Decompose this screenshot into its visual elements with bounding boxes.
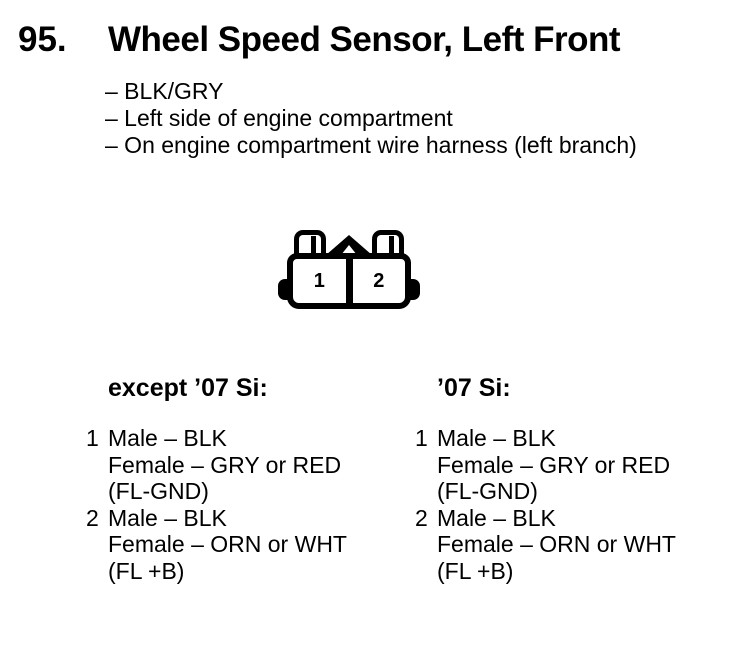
pin-number: 2 xyxy=(415,504,428,531)
column-header: except ’07 Si: xyxy=(108,374,268,402)
page-title: Wheel Speed Sensor, Left Front xyxy=(108,20,621,59)
pinout-column-except-07-si: except ’07 Si: 1 Male – BLK Female – GRY… xyxy=(86,374,347,584)
note-line: – Left side of engine compartment xyxy=(105,105,453,131)
pin-wire-male: Male – BLK xyxy=(108,425,227,451)
pin-entry-1: 1 Male – BLK Female – GRY or RED (FL-GND… xyxy=(415,425,676,505)
pin-wire-male: Male – BLK xyxy=(437,504,556,531)
pin-number: 1 xyxy=(86,425,99,451)
pin-signal: (FL +B) xyxy=(437,557,514,584)
connector-keyway-inner xyxy=(341,245,357,255)
connector-tab-slot xyxy=(311,236,316,262)
pin-wire-female: Female – GRY or RED xyxy=(108,451,342,478)
pin-wire-female: Female – ORN or WHT xyxy=(108,531,347,557)
note-line: – BLK/GRY xyxy=(105,78,224,104)
pin-description: Male – BLK Female – ORN or WHT (FL +B) xyxy=(108,505,347,585)
column-header: ’07 Si: xyxy=(437,374,511,402)
pin-list: 1 Male – BLK Female – GRY or RED (FL-GND… xyxy=(86,425,347,584)
pin-wire-male: Male – BLK xyxy=(108,504,227,531)
location-notes: – BLK/GRY – Left side of engine compartm… xyxy=(105,78,637,159)
connector-tab-slot xyxy=(389,236,394,262)
pin-entry-2: 2 Male – BLK Female – ORN or WHT (FL +B) xyxy=(86,505,347,585)
pin-list: 1 Male – BLK Female – GRY or RED (FL-GND… xyxy=(415,425,676,584)
section-number: 95. xyxy=(18,20,67,59)
pin-number: 2 xyxy=(86,504,99,531)
connector-divider xyxy=(345,259,353,303)
pin-description: Male – BLK Female – ORN or WHT (FL +B) xyxy=(437,505,676,585)
connector-diagram: 1 2 xyxy=(278,230,420,309)
pin-wire-male: Male – BLK xyxy=(437,425,556,451)
note-line: – On engine compartment wire harness (le… xyxy=(105,132,637,158)
pin-signal: (FL-GND) xyxy=(108,478,209,504)
pinout-column-07-si: ’07 Si: 1 Male – BLK Female – GRY or RED… xyxy=(415,374,676,584)
pin-wire-female: Female – ORN or WHT xyxy=(437,531,676,557)
pin-wire-female: Female – GRY or RED xyxy=(437,451,671,478)
pin-signal: (FL-GND) xyxy=(437,478,538,504)
pin-entry-2: 2 Male – BLK Female – ORN or WHT (FL +B) xyxy=(415,505,676,585)
pin-description: Male – BLK Female – GRY or RED (FL-GND) xyxy=(437,425,670,505)
pin-number: 1 xyxy=(415,425,428,451)
pin-entry-1: 1 Male – BLK Female – GRY or RED (FL-GND… xyxy=(86,425,347,505)
connector-pin-1: 1 xyxy=(313,269,325,292)
connector-pin-2: 2 xyxy=(373,269,385,292)
pin-signal: (FL +B) xyxy=(108,557,185,584)
connector-body: 1 2 xyxy=(287,253,411,309)
pin-description: Male – BLK Female – GRY or RED (FL-GND) xyxy=(108,425,341,505)
